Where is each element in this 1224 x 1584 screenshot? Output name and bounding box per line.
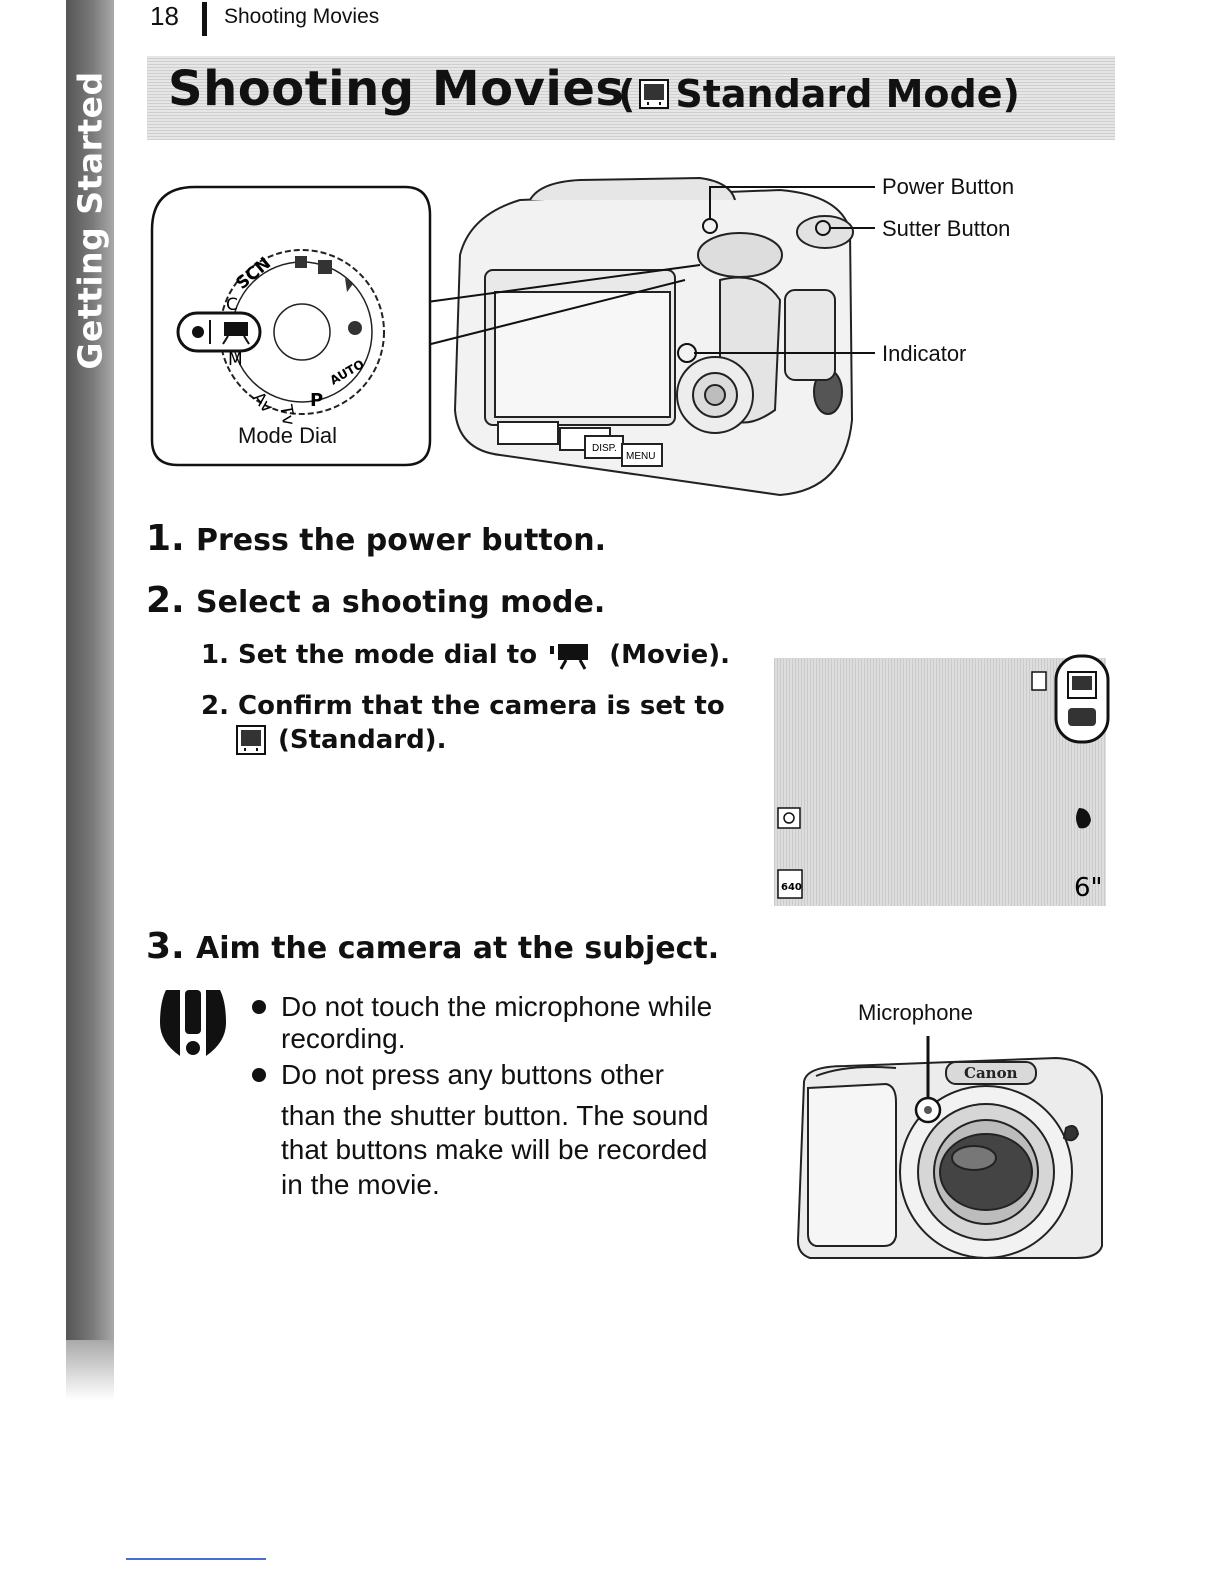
dial-mark-c: C xyxy=(226,295,238,315)
resolution-icon xyxy=(777,869,803,899)
step-1: 1. Press the power button. xyxy=(146,518,606,559)
caution-item-1: Do not touch the microphone while record… xyxy=(252,990,772,1062)
substep-2-suffix: (Standard). xyxy=(278,725,447,755)
inset-connector xyxy=(426,264,701,346)
caution-line: Do not press any buttons other xyxy=(281,1059,664,1090)
side-tab xyxy=(66,0,114,1340)
running-title: Shooting Movies xyxy=(224,5,380,28)
caution-line: Do not touch the microphone while xyxy=(281,991,713,1022)
step-2: 2. Select a shooting mode. xyxy=(146,580,605,621)
page-title: Shooting Movies xyxy=(168,61,625,117)
callout-indicator: Indicator xyxy=(882,341,967,366)
menu-button-label: MENU xyxy=(626,451,655,462)
header-divider xyxy=(202,2,207,36)
step-number: 3. xyxy=(146,926,185,967)
step-3: 3. Aim the camera at the subject. xyxy=(146,926,719,967)
page-number: 18 xyxy=(150,1,179,31)
page-subtitle: ( Standard Mode) xyxy=(618,70,1020,118)
resolution-value: 640 xyxy=(781,882,802,893)
standard-movie-icon xyxy=(639,79,670,109)
caution-item-2: Do not press any buttons other than the … xyxy=(252,1058,772,1208)
footer-rule xyxy=(126,1558,266,1560)
callout-shutter-button: Sutter Button xyxy=(882,216,1011,241)
caution-line: than the shutter button. The sound xyxy=(281,1100,709,1131)
stabilizer-icon xyxy=(1076,808,1091,829)
side-tab-label: Getting Started xyxy=(70,70,110,370)
dial-mark-m: M xyxy=(228,350,243,370)
title-band xyxy=(147,56,1115,140)
caution-line: in the movie. xyxy=(281,1169,440,1200)
callout-power-button: Power Button xyxy=(882,174,1015,199)
substep-2-line2: (Standard). xyxy=(236,725,446,755)
substep-2: 2. Confirm that the camera is set to xyxy=(201,691,725,721)
caution-line: that buttons make will be recorded xyxy=(281,1134,708,1165)
lcd-screen xyxy=(774,658,1106,906)
camera-back-illustration: DISP. MENU SCN C M Av Tv P AUTO xyxy=(150,176,875,497)
bullet-dot xyxy=(252,1068,266,1082)
mode-dial: SCN C M Av Tv P AUTO xyxy=(219,249,385,427)
caution-line: recording. xyxy=(281,1023,406,1054)
step-number: 1. xyxy=(146,518,185,559)
substep-1: 1. Set the mode dial to (Movie). xyxy=(201,640,730,670)
substep-1-suffix: (Movie). xyxy=(609,640,731,670)
camera-front-illustration: Canon xyxy=(796,1036,1103,1259)
substep-1-text: 1. Set the mode dial to xyxy=(201,640,538,670)
caution-icon xyxy=(160,990,226,1056)
remaining-time-value: 6" xyxy=(1074,873,1103,903)
standard-movie-icon xyxy=(236,725,266,755)
subtitle-mode-name: Standard Mode) xyxy=(675,72,1020,116)
dial-mark-tv: Tv xyxy=(275,402,298,427)
metering-icon xyxy=(777,807,801,829)
side-tab-fade xyxy=(66,1340,114,1400)
lcd-overlay: 640 6" xyxy=(777,654,1110,903)
movie-mode-marker xyxy=(176,311,262,353)
disp-button-label: DISP. xyxy=(592,443,617,454)
side-tab-label-wrap: Getting Started xyxy=(52,60,128,380)
step-text: Press the power button. xyxy=(196,523,607,558)
subtitle-open-paren: ( xyxy=(618,72,636,116)
brand-logo: Canon xyxy=(964,1064,1018,1082)
step-number: 2. xyxy=(146,580,185,621)
step-text: Aim the camera at the subject. xyxy=(196,931,720,966)
mode-dial-label: Mode Dial xyxy=(238,423,338,448)
camera-body xyxy=(453,176,854,497)
bullet-dot xyxy=(252,1000,266,1014)
movie-icon xyxy=(550,643,589,670)
dial-mark-p: P xyxy=(310,390,323,411)
microphone-label: Microphone xyxy=(858,1000,973,1025)
step-text: Select a shooting mode. xyxy=(196,585,606,620)
callout-leaders xyxy=(677,186,875,363)
